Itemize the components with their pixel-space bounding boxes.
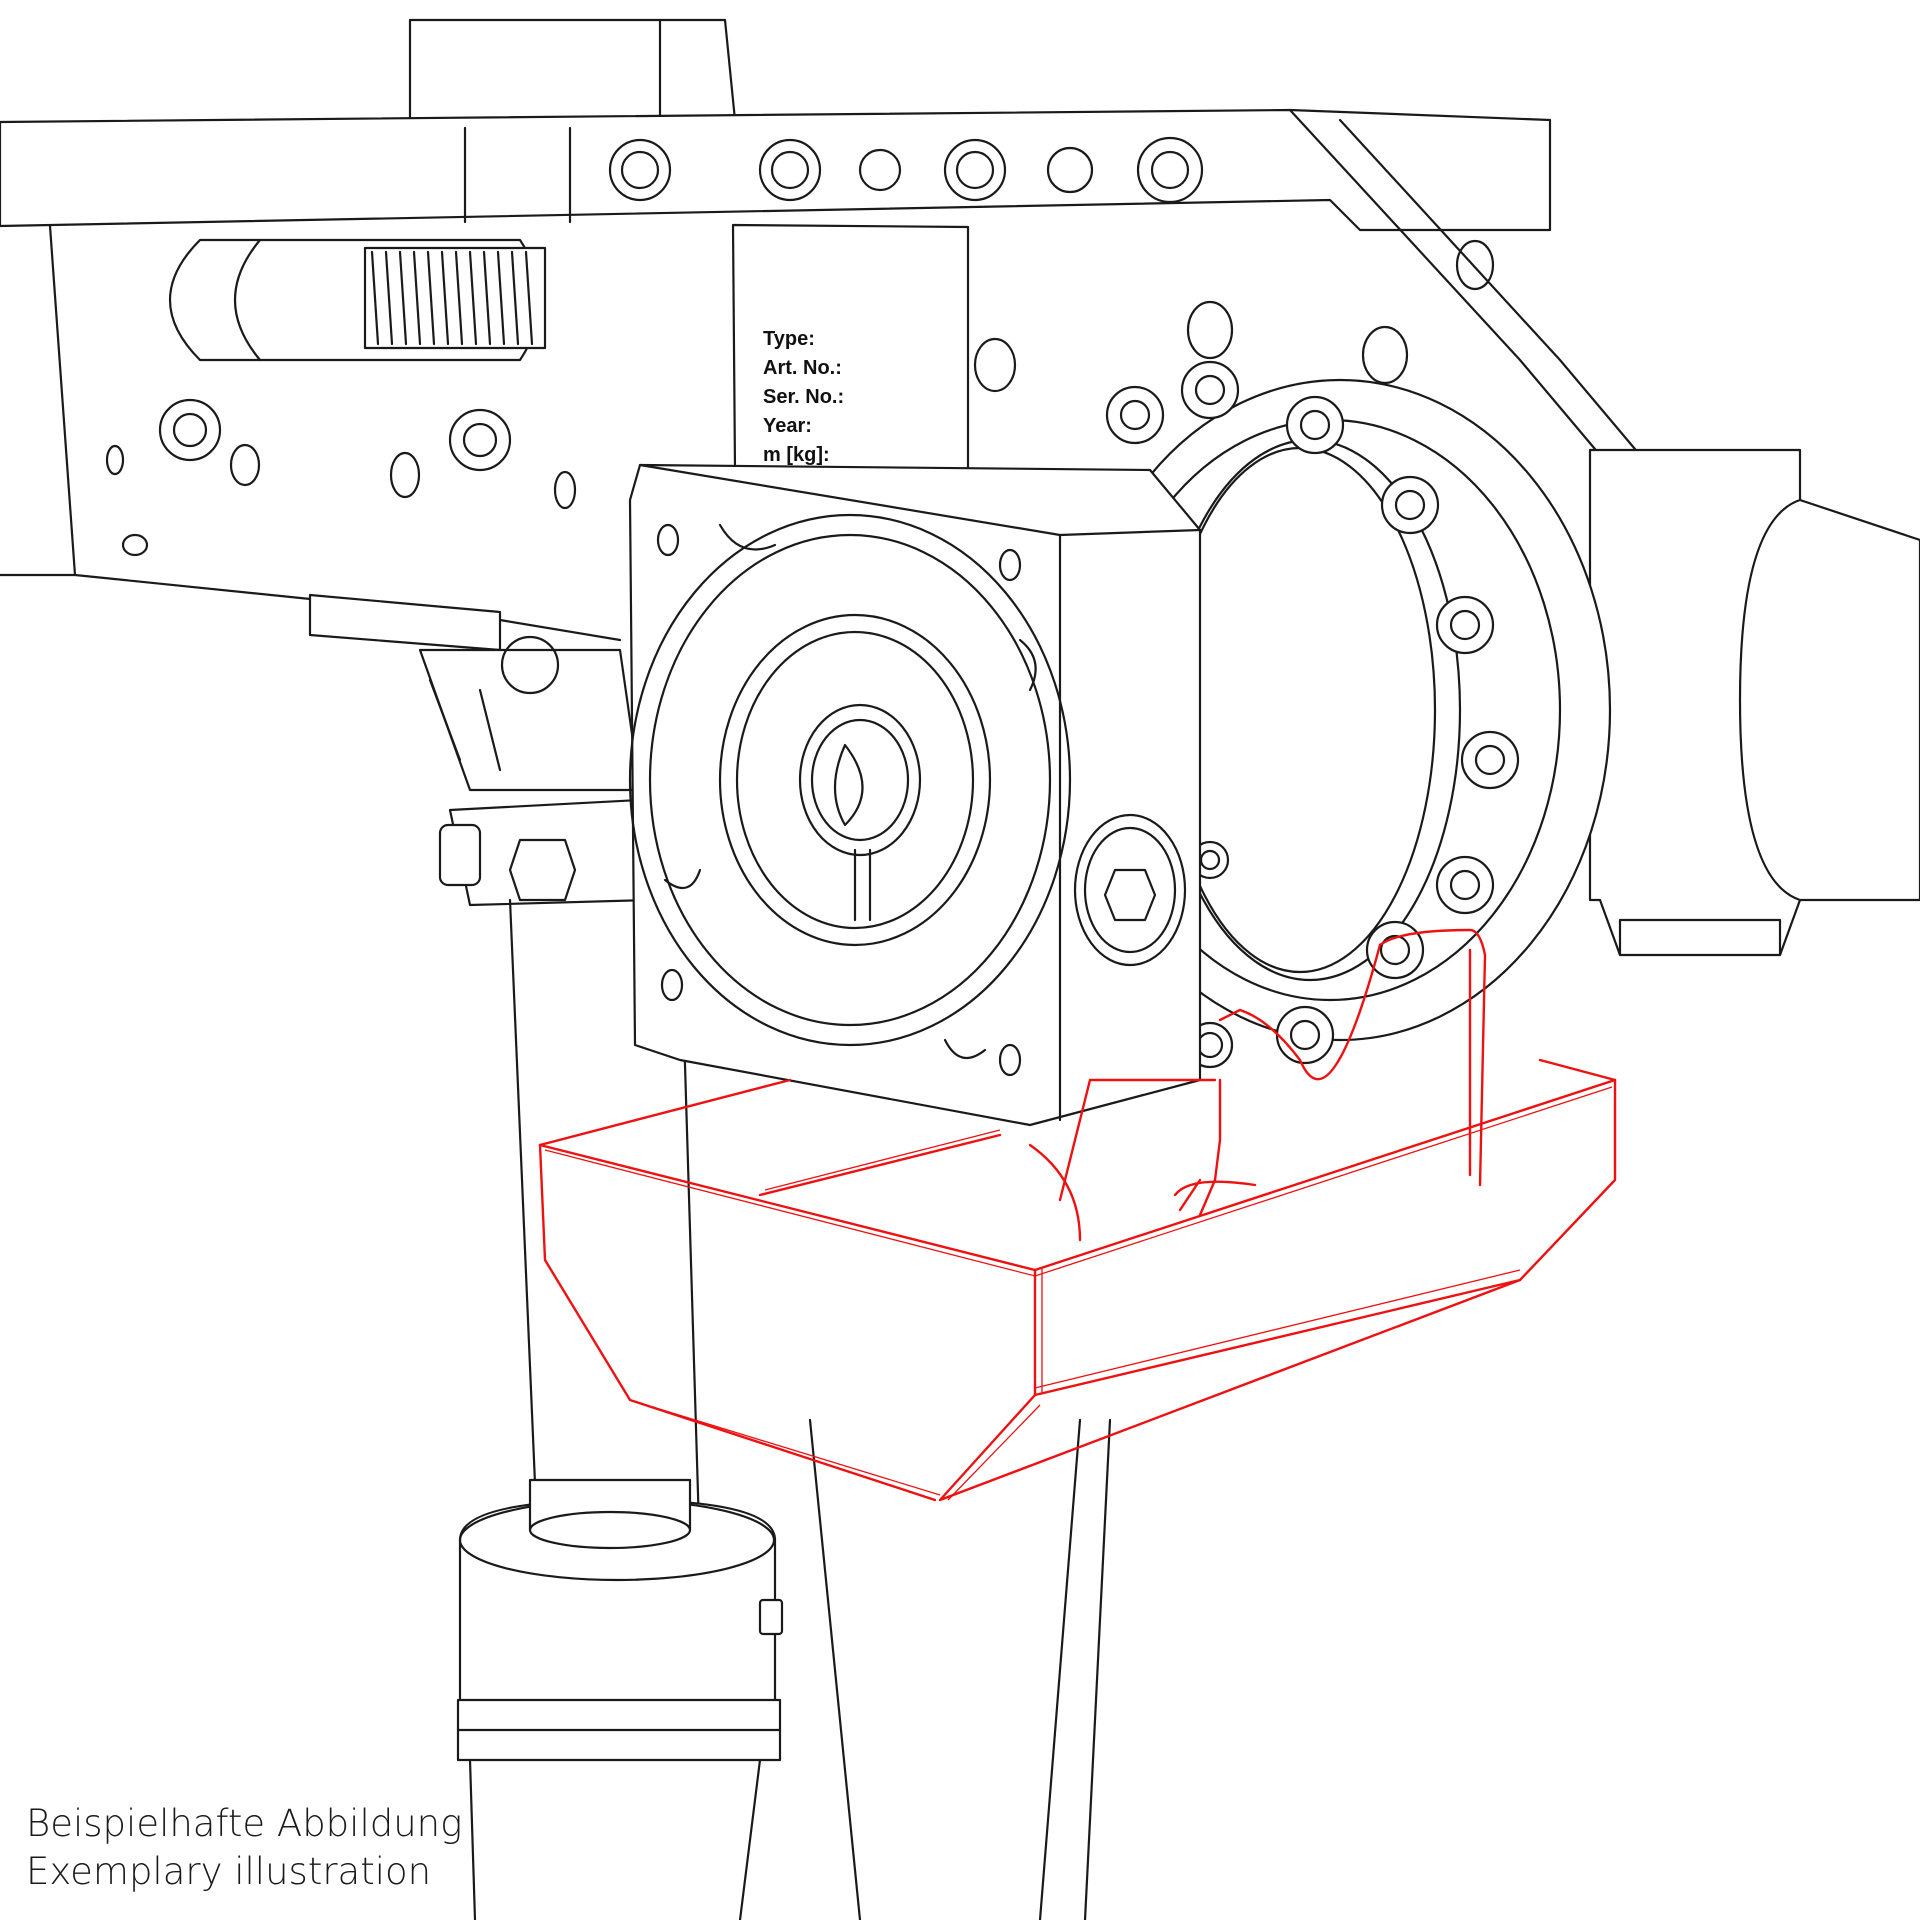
- type-label: Type:: [763, 328, 815, 350]
- left-coupling: [418, 635, 652, 907]
- art-no-label: Art. No.:: [763, 357, 842, 379]
- machine-frame: [0, 18, 1920, 957]
- year-label: Year:: [763, 415, 812, 437]
- caption-english: Exemplary illustration: [26, 1850, 432, 1893]
- mass-label: m [kg]:: [763, 444, 830, 466]
- motor-block: [628, 463, 1202, 1127]
- drip-tray: [538, 928, 1617, 1502]
- ser-no-label: Ser. No.:: [763, 386, 844, 408]
- vertical-post: [456, 898, 1112, 1920]
- type-plate: Type: Art. No.: Ser. No.: Year: m [kg]:: [731, 223, 970, 472]
- caption-german: Beispielhafte Abbildung: [26, 1802, 463, 1845]
- caption: Beispielhafte Abbildung Exemplary illust…: [26, 1800, 462, 1896]
